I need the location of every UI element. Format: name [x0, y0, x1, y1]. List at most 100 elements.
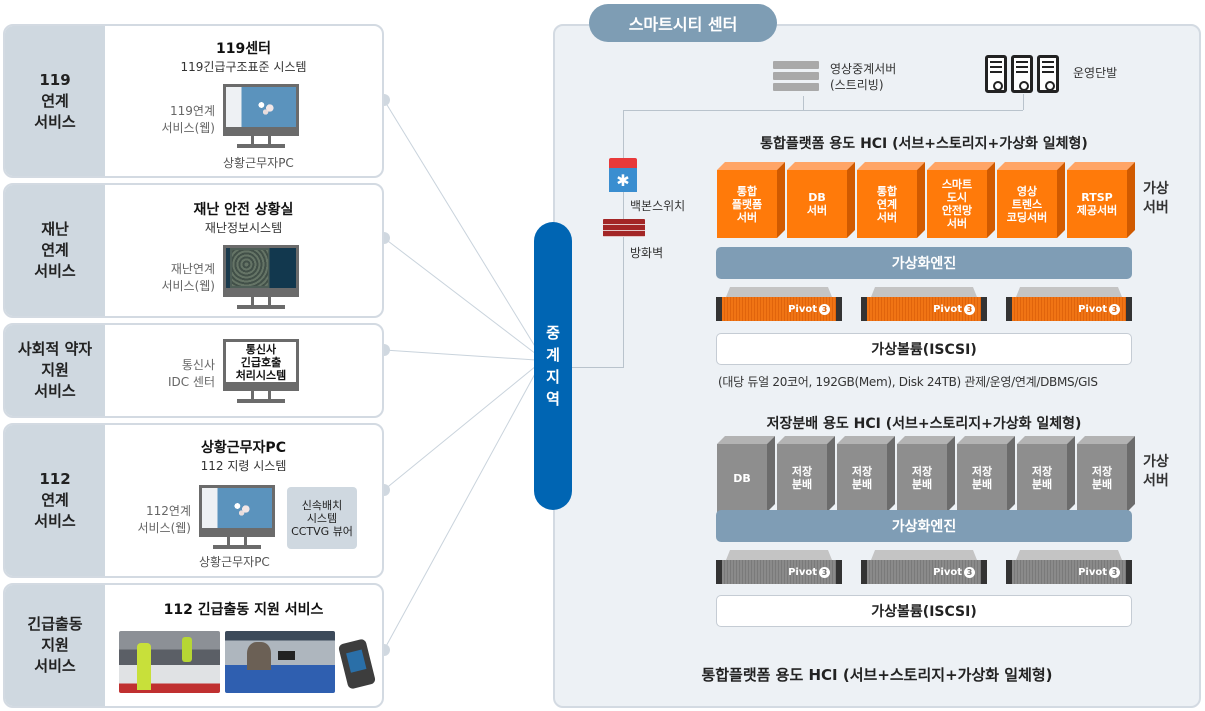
backbone-line [623, 110, 624, 368]
server-cube-label: 통합 연계 서버 [857, 170, 917, 238]
map-screen [226, 87, 296, 127]
rack-brand-label: Pivot [1078, 566, 1107, 578]
service-label: 119 연계 서비스 [5, 26, 105, 176]
hci-top-server-cube: RTSP 제공서버 [1067, 162, 1135, 238]
pivot3-logo-icon: 3 [819, 303, 830, 315]
hci-bottom-server-cube: 저장 분배 [1017, 436, 1075, 512]
server-cube-label: 스마트 도시 안전망 서버 [927, 170, 987, 238]
hci-bottom-server-cube: 저장 분배 [1077, 436, 1135, 512]
server-cube-label: 저장 분배 [1017, 444, 1067, 512]
hci-top-server-cube: 통합 플랫폼 서버 [717, 162, 785, 238]
service-link-line [383, 365, 537, 491]
service-subtitle: 재난정보시스템 [204, 221, 283, 235]
rack-brand-label: Pivot [933, 566, 962, 578]
service-title: 재난 안전 상황실 [193, 202, 294, 218]
server-cube-label: 영상 트렌스 코딩서버 [997, 170, 1057, 238]
hci-top-server-cube: 스마트 도시 안전망 서버 [927, 162, 995, 238]
hci-bottom-title: 저장분배 용도 HCI (서브+스토리지+가상화 일체형) [766, 416, 1082, 432]
center-title-tab: 스마트시티 센터 [589, 4, 777, 42]
rack-brand-label: Pivot [1078, 303, 1107, 315]
map-screen [202, 488, 272, 528]
service-link-line [383, 349, 537, 361]
pivot3-logo-icon: 3 [964, 566, 975, 578]
service-card-dispatch: 긴급출동 지원 서비스 112 긴급출동 지원 서비스 [3, 583, 384, 708]
server-cube-label: DB 서버 [787, 170, 847, 238]
video-server-line [803, 96, 804, 110]
virtualization-engine-bar: 가상화엔진 [716, 247, 1132, 279]
hci-spec-text: (대당 듀얼 20코어, 192GB(Mem), Disk 24TB) 관제/운… [718, 375, 1098, 389]
center-footer-title: 통합플랫폼 용도 HCI (서브+스토리지+가상화 일체형) [701, 666, 1053, 684]
backbone-switch-icon [609, 158, 637, 192]
service-label: 재난 연계 서비스 [5, 185, 105, 316]
virtual-volume-bar: 가상볼륨(ISCSI) [716, 595, 1132, 627]
rack-brand-label: Pivot [933, 303, 962, 315]
pc-caption: 상황근무자PC [199, 555, 270, 569]
monitor-icon [199, 485, 275, 553]
server-cube-label: 저장 분배 [837, 444, 887, 512]
virtual-server-label: 가상 서버 [1143, 181, 1169, 216]
hci-top-server-cube: 영상 트렌스 코딩서버 [997, 162, 1065, 238]
pivot3-logo-icon: 3 [1109, 566, 1120, 578]
hci-bottom-server-cube: 저장 분배 [957, 436, 1015, 512]
hci-top-server-cube: DB 서버 [787, 162, 855, 238]
video-relay-server-icon [773, 61, 819, 93]
hci-top-server-cube: 통합 연계 서버 [857, 162, 925, 238]
service-label: 사회적 약자 지원 서비스 [5, 325, 105, 416]
service-card-119: 119 연계 서비스 119센터 119긴급구조표준 시스템 119연계 서비스… [3, 24, 384, 178]
relay-connector-line [572, 367, 624, 368]
service-link-line [383, 371, 537, 651]
service-label: 긴급출동 지원 서비스 [5, 585, 105, 706]
web-service-label: 112연계 서비스(웹) [137, 504, 191, 535]
ops-terminal-icon [985, 55, 1007, 93]
server-cube-label: 통합 플랫폼 서버 [717, 170, 777, 238]
map-screen [226, 248, 296, 288]
monitor-text: 통신사 긴급호출 처리시스템 [235, 342, 287, 382]
service-title: 112 긴급출동 지원 서비스 [163, 602, 324, 618]
virtual-volume-bar: 가상볼륨(ISCSI) [716, 333, 1132, 365]
relay-zone: 중 계 지 역 [534, 222, 572, 510]
video-relay-server-label: 영상중계서버 (스트리빙) [830, 62, 897, 92]
top-connector-line [623, 110, 1023, 111]
service-label: 112 연계 서비스 [5, 425, 105, 576]
service-card-disaster: 재난 연계 서비스 재난 안전 상황실 재난정보시스템 재난연계 서비스(웹) [3, 183, 384, 318]
server-cube-label: 저장 분배 [1077, 444, 1127, 512]
pc-caption: 상황근무자PC [223, 156, 294, 170]
monitor-icon: 통신사 긴급호출 처리시스템 [223, 339, 299, 407]
server-cube-label: 저장 분배 [897, 444, 947, 512]
service-title: 상황근무자PC [201, 440, 286, 456]
service-subtitle: 112 지령 시스템 [200, 459, 287, 473]
service-subtitle: 119긴급구조표준 시스템 [180, 60, 307, 74]
backbone-switch-label: 백본스위치 [630, 199, 686, 213]
service-link-line [383, 237, 537, 355]
hci-bottom-server-cube: DB [717, 436, 775, 512]
handheld-terminal-icon [337, 638, 377, 690]
monitor-icon [223, 84, 299, 152]
pivot3-logo-icon: 3 [964, 303, 975, 315]
virtualization-engine-bar: 가상화엔진 [716, 510, 1132, 542]
firewall-label: 방화벽 [630, 246, 664, 260]
taxi-driver-photo [225, 631, 335, 693]
hci-bottom-server-cube: 저장 분배 [897, 436, 955, 512]
server-cube-label: DB [717, 444, 767, 512]
hci-top-title: 통합플랫폼 용도 HCI (서브+스토리지+가상화 일체형) [760, 136, 1088, 152]
rack-brand-label: Pivot [788, 303, 817, 315]
police-traffic-photo [119, 631, 220, 693]
monitor-icon [223, 245, 299, 313]
web-service-label: 119연계 서비스(웹) [161, 104, 215, 135]
hci-bottom-server-cube: 저장 분배 [777, 436, 835, 512]
service-card-vulnerable: 사회적 약자 지원 서비스 통신사 IDC 센터 통신사 긴급호출 처리시스템 [3, 323, 384, 418]
pivot3-logo-icon: 3 [1109, 303, 1120, 315]
server-cube-label: 저장 분배 [957, 444, 1007, 512]
server-cube-label: 저장 분배 [777, 444, 827, 512]
service-card-112: 112 연계 서비스 상황근무자PC 112 지령 시스템 112연계 서비스(… [3, 423, 384, 578]
cctv-viewer-box: 신속배치 시스템 CCTVG 뷰어 [287, 487, 357, 549]
rack-brand-label: Pivot [788, 566, 817, 578]
web-service-label: 재난연계 서비스(웹) [161, 262, 215, 293]
ops-terminal-icon [1037, 55, 1059, 93]
service-title: 119센터 [216, 41, 271, 57]
